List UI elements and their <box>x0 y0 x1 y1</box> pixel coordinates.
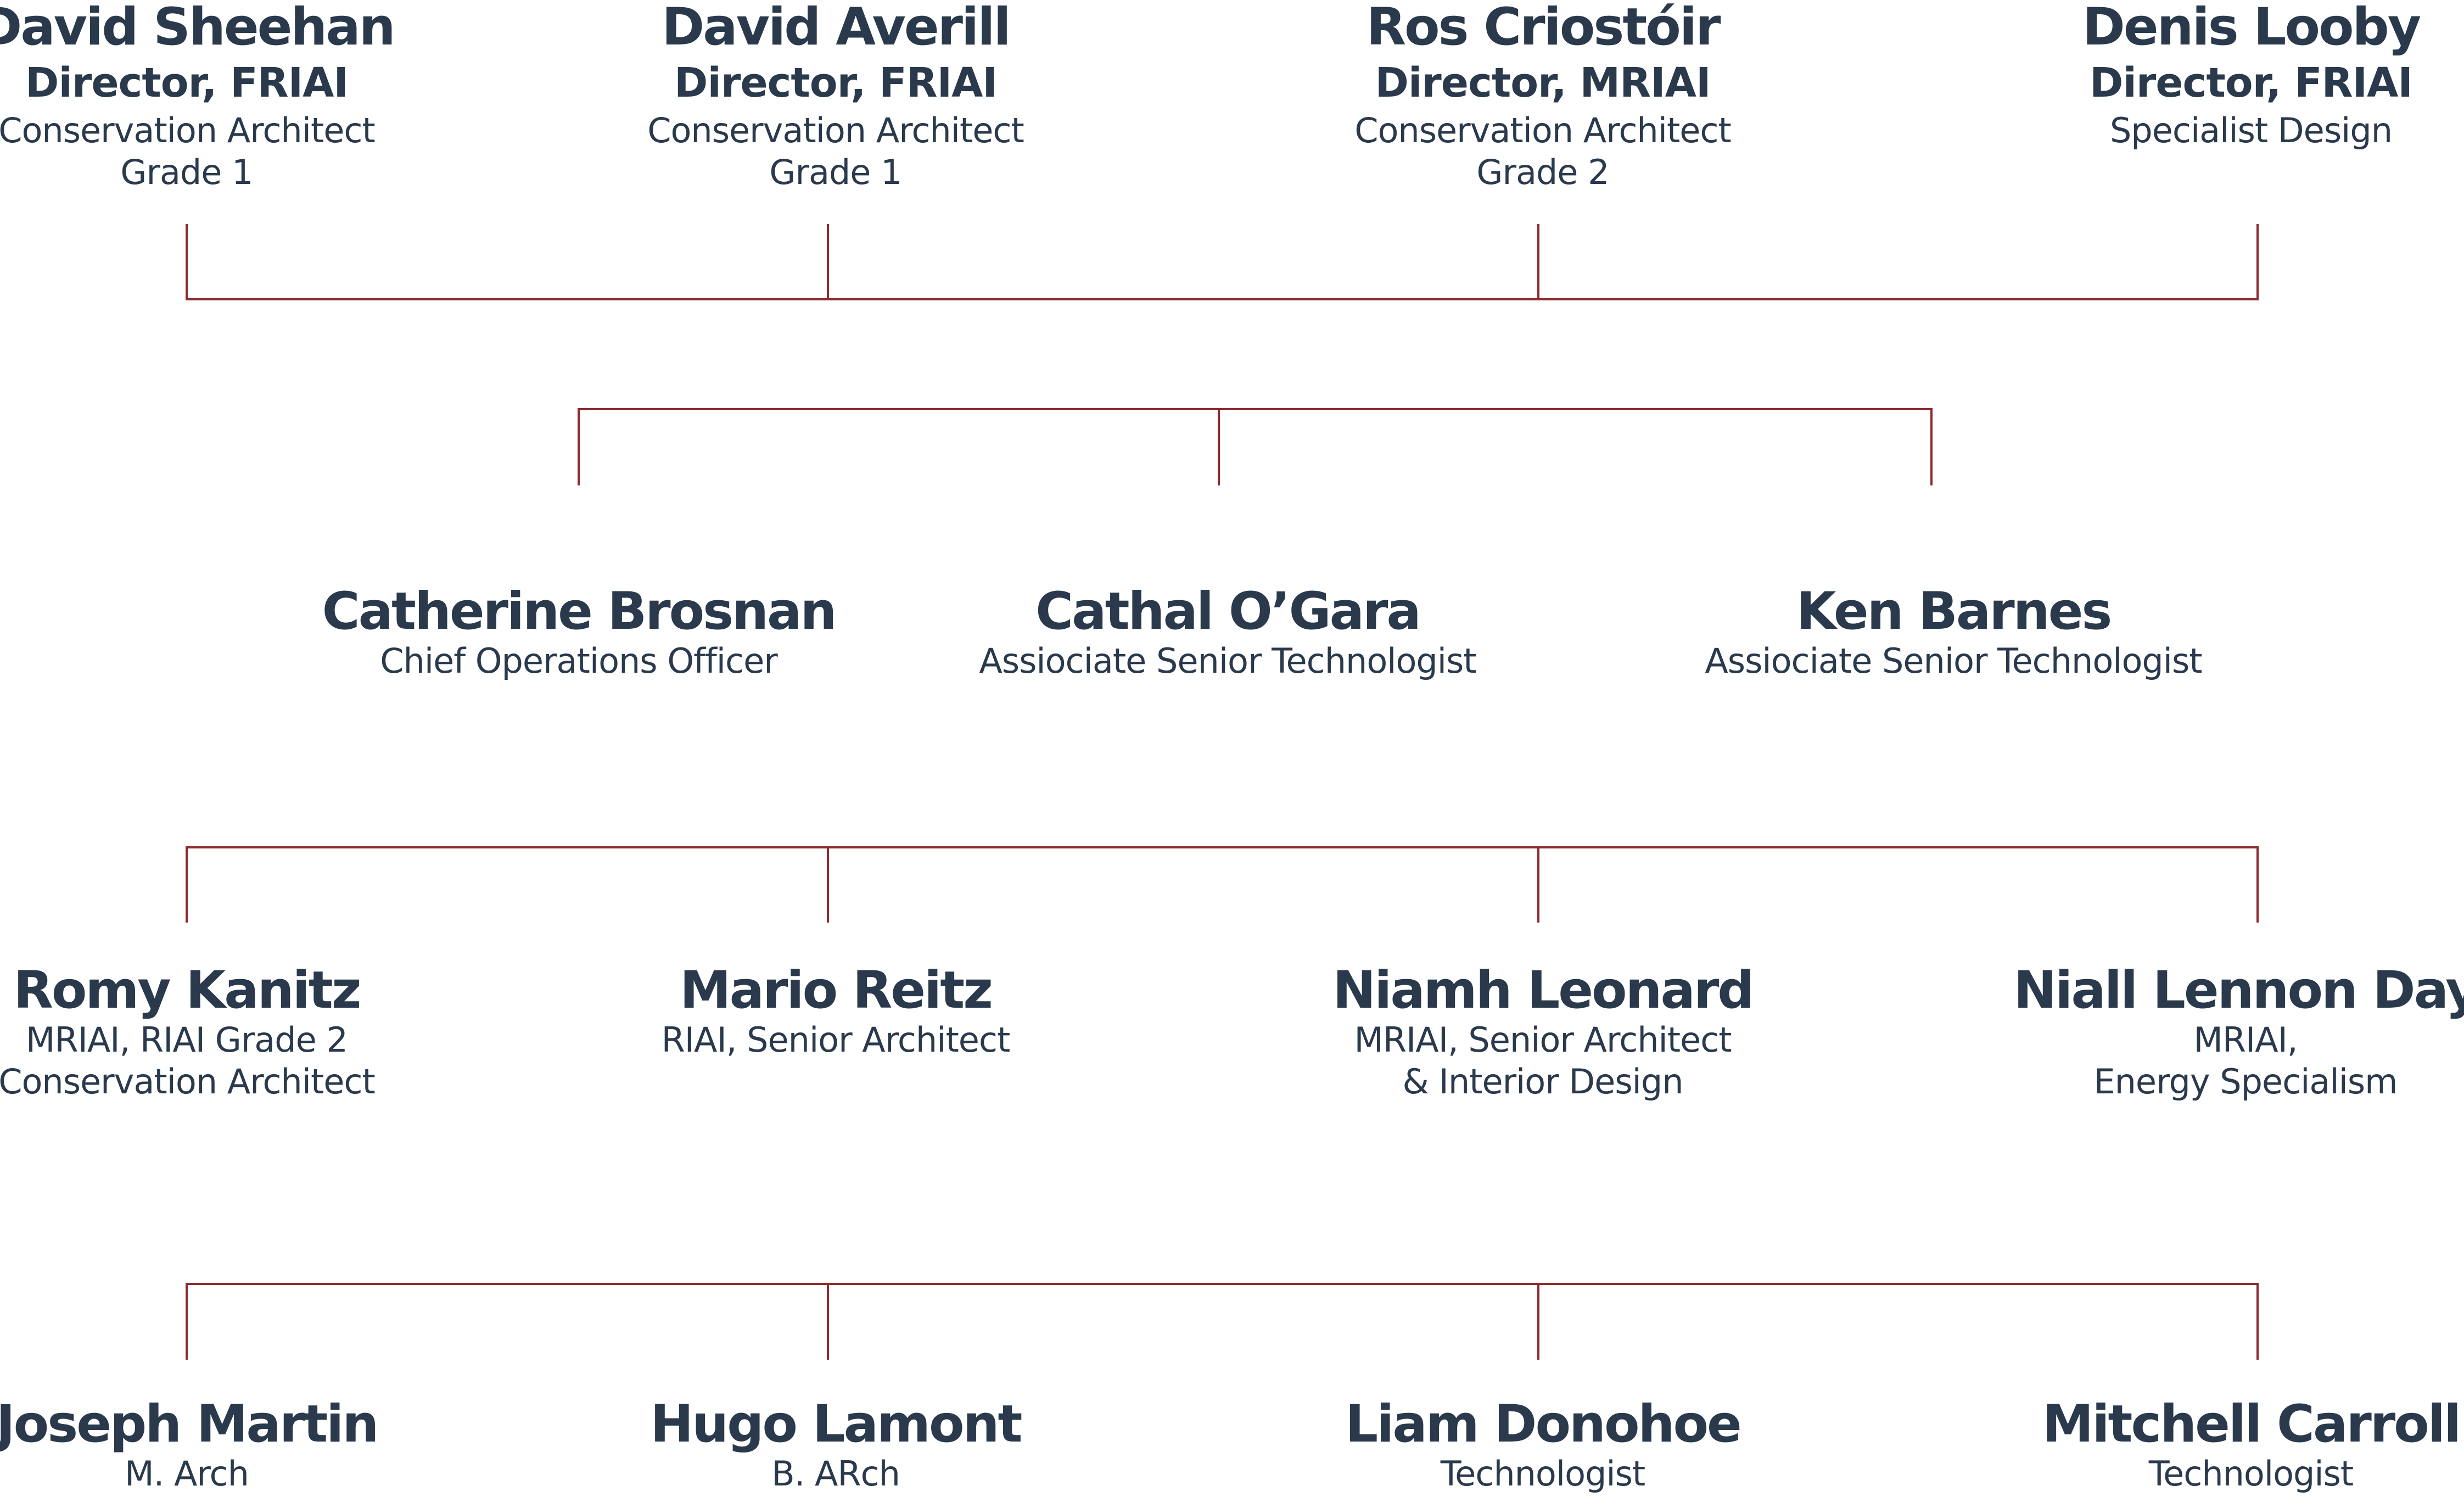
manager-card: Cathal O’Gara Assiociate Senior Technolo… <box>953 583 1502 682</box>
person-role: Conservation Architect <box>0 110 376 150</box>
director-card: Denis Looby Director, FRIAI Specialist D… <box>1976 0 2464 152</box>
person-name: Cathal O’Gara <box>1035 582 1421 641</box>
director-card: David Averill Director, FRIAI Conservati… <box>561 0 1110 193</box>
manager-card: Ken Barnes Assiociate Senior Technologis… <box>1679 583 2228 682</box>
architect-card: Niall Lennon Day MRIAI, Energy Specialis… <box>1971 962 2464 1103</box>
person-role: & Interior Design <box>1402 1062 1684 1102</box>
person-name: Mario Reitz <box>680 960 993 1020</box>
person-grade: Grade 1 <box>120 152 253 192</box>
staff-card: Hugo Lamont B. ARch <box>561 1396 1110 1495</box>
person-grade: Grade 1 <box>769 152 902 192</box>
person-role: Assiociate Senior Technologist <box>1705 641 2202 681</box>
person-role: Chief Operations Officer <box>380 641 777 681</box>
person-role: Conservation Architect <box>0 1062 376 1102</box>
person-name: Hugo Lamont <box>650 1394 1023 1454</box>
person-title: Director, FRIAI <box>2090 59 2413 107</box>
person-role: Energy Specialism <box>2093 1062 2398 1102</box>
person-name: Liam Donohoe <box>1345 1394 1742 1454</box>
person-role: RIAI, Senior Architect <box>661 1020 1011 1060</box>
person-role: B. ARch <box>771 1454 900 1494</box>
architect-card: Romy Kanitz MRIAI, RIAI Grade 2 Conserva… <box>0 962 461 1103</box>
person-title: Director, MRIAI <box>1375 59 1711 107</box>
person-role: Specialist Design <box>2110 110 2393 150</box>
person-name: Ken Barnes <box>1796 582 2113 641</box>
person-role: MRIAI, <box>2193 1020 2298 1060</box>
architect-card: Mario Reitz RIAI, Senior Architect <box>561 962 1110 1061</box>
person-role: Technologist <box>1440 1454 1645 1494</box>
person-name: Catherine Brosnan <box>322 582 837 641</box>
person-name: Niamh Leonard <box>1332 960 1754 1020</box>
person-name: Ros Criostóir <box>1366 0 1721 57</box>
staff-card: Liam Donohoe Technologist <box>1268 1396 1817 1495</box>
architect-card: Niamh Leonard MRIAI, Senior Architect & … <box>1268 962 1817 1103</box>
person-grade: Grade 2 <box>1476 152 1609 192</box>
person-name: David Averill <box>662 0 1011 57</box>
person-name: Mitchell Carroll <box>2042 1394 2461 1454</box>
person-role: Technologist <box>2148 1454 2354 1494</box>
staff-card: Mitchell Carroll Technologist <box>1976 1396 2464 1495</box>
person-role: M. Arch <box>125 1454 249 1494</box>
person-role: MRIAI, RIAI Grade 2 <box>26 1020 348 1060</box>
manager-card: Catherine Brosnan Chief Operations Offic… <box>304 583 853 682</box>
person-role: Conservation Architect <box>1354 110 1732 150</box>
person-name: Denis Looby <box>2082 0 2421 57</box>
person-role: Assiociate Senior Technologist <box>979 641 1476 681</box>
staff-card: Joseph Martin M. Arch <box>0 1396 461 1495</box>
director-card: Ros Criostóir Director, MRIAI Conservati… <box>1268 0 1817 193</box>
person-name: Joseph Martin <box>0 1394 379 1454</box>
person-name: David Sheehan <box>0 0 396 57</box>
person-name: Romy Kanitz <box>13 960 362 1020</box>
person-title: Director, FRIAI <box>674 59 998 107</box>
person-role: Conservation Architect <box>647 110 1024 150</box>
person-name: Niall Lennon Day <box>2013 960 2464 1020</box>
person-title: Director, FRIAI <box>25 59 349 107</box>
director-card: David Sheehan Director, FRIAI Conservati… <box>0 0 461 193</box>
person-role: MRIAI, Senior Architect <box>1354 1020 1732 1060</box>
